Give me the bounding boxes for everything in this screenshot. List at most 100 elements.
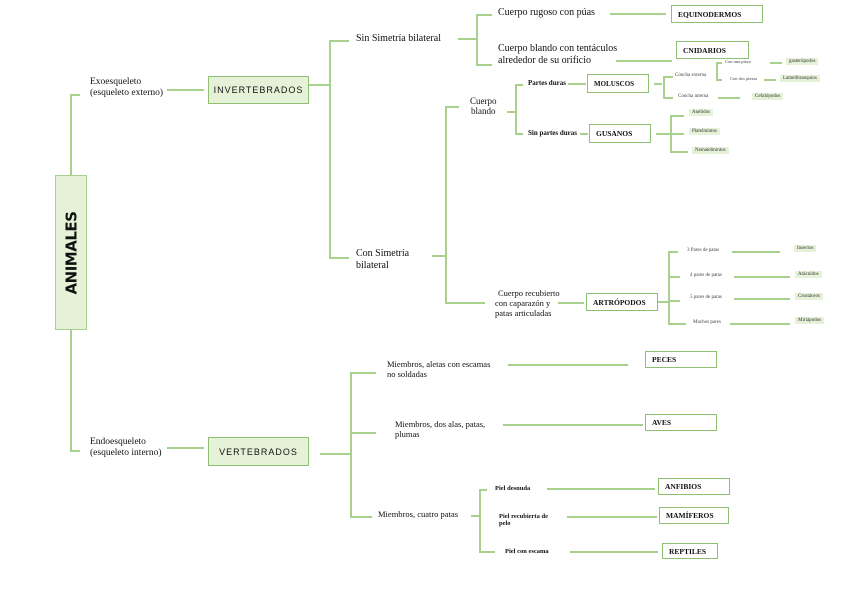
connector (476, 14, 478, 65)
cefalopodos-leaf: Cefalópodos (752, 93, 784, 100)
connector (716, 62, 722, 64)
platelmintos-leaf: Platelmintos (689, 128, 720, 135)
connector (670, 151, 688, 153)
cuerpo-recubierto-line3: patas articuladas (495, 307, 552, 318)
connector (730, 323, 790, 325)
mamiferos-desc-line1: Piel recubierta de (499, 513, 548, 520)
miriapodos-leaf: Miriápodos (795, 317, 825, 324)
aracnidos-leaf: Arácnidos (795, 271, 822, 278)
invertebrados-node: INVERTEBRADOS (208, 76, 309, 104)
anfibios-label: ANFIBIOS (665, 482, 702, 491)
cnidarios-desc-line1: Cuerpo blando con tentáculos (498, 43, 618, 54)
vertebrados-node: VERTEBRADOS (208, 437, 309, 466)
gasteropodos-leaf: gasterópodos (786, 58, 819, 65)
cuatro-patas-label: Miembros, cuatro patas (378, 509, 459, 519)
connector (568, 83, 586, 85)
connector (663, 97, 673, 99)
connector (479, 489, 487, 491)
insectos-leaf: Insectos (794, 245, 817, 252)
cnidarios-desc: Cuerpo blando con tentáculos alrededor d… (498, 43, 617, 66)
equinodermos-label: EQUINODERMOS (678, 9, 742, 19)
concha-externa-label: Concha externa (675, 73, 707, 78)
connector (616, 60, 672, 62)
endo-label-line1: Endoesqueleto (90, 437, 146, 447)
aves-label: AVES (652, 418, 672, 427)
connector (515, 84, 517, 134)
connector (479, 551, 495, 553)
connector (770, 62, 782, 64)
connector (445, 302, 485, 304)
artropodos-criterion: 5 pares de patas (690, 295, 722, 300)
peces-node: PECES (645, 351, 717, 368)
connector (508, 364, 628, 366)
connector (167, 89, 204, 91)
connector (503, 424, 643, 426)
connector (734, 276, 790, 278)
moluscos-node: MOLUSCOS (587, 74, 649, 93)
gusanos-node: GUSANOS (589, 124, 651, 143)
connector (668, 300, 680, 302)
mamiferos-desc: Piel recubierta de pelo (499, 513, 548, 528)
cuerpo-blando-label: Cuerpo blando (470, 96, 497, 117)
connector (764, 79, 776, 81)
concha-interna-label: Concha interna (678, 94, 709, 99)
exo-label: Exoesqueleto (esqueleto externo) (90, 77, 163, 99)
peces-desc-line2: no soldadas (387, 368, 427, 379)
connector (515, 84, 523, 86)
equinodermos-desc: Cuerpo rugoso con púas (498, 7, 595, 18)
gusanos-label: GUSANOS (596, 129, 633, 138)
connector (668, 323, 686, 325)
reptiles-node: REPTILES (662, 543, 718, 559)
con-simetria-line1: Con Simetría (356, 248, 410, 259)
connector (670, 115, 684, 117)
artropodos-node: ARTRÓPODOS (586, 293, 658, 311)
peces-label: PECES (652, 355, 677, 364)
aves-desc-line1: Miembros, dos alas, patas, (395, 419, 486, 429)
connector (445, 106, 447, 303)
connector (668, 251, 678, 253)
connector (445, 106, 459, 108)
cuerpo-blando-line2: blando (471, 106, 496, 117)
connector (350, 432, 376, 434)
connector (547, 488, 655, 490)
connector (716, 79, 722, 81)
exo-label-line2: (esqueleto externo) (90, 87, 164, 98)
connector (432, 255, 445, 257)
connector (329, 40, 349, 42)
connector (718, 97, 740, 99)
connector (663, 76, 673, 78)
nematelmintos-leaf: Nematelmintos (692, 147, 729, 154)
connector (668, 251, 670, 323)
crustaceos-leaf: Crustáceos (795, 293, 823, 300)
artropodos-label: ARTRÓPODOS (593, 297, 646, 307)
cnidarios-node: CNIDARIOS (676, 41, 749, 59)
connector (580, 133, 588, 135)
anfibios-desc: Piel desnuda (495, 485, 531, 492)
cuerpo-recubierto-line2: con caparazón y (495, 297, 551, 308)
connector (329, 257, 349, 259)
con-una-pieza-label: Con una pieza (725, 59, 751, 64)
con-dos-piezas-label: Con dos piezas (730, 76, 758, 81)
lamelibranquios-leaf: Lamelibranquios (780, 75, 820, 82)
sin-partes-duras-label: Sin partes duras (528, 129, 578, 137)
connector (476, 14, 492, 16)
mamiferos-desc-line2: pelo (499, 520, 511, 528)
artropodos-criterion: 4 pares de patas (690, 273, 722, 278)
sin-simetria-label: Sin Simetría bilateral (356, 33, 441, 44)
reptiles-label: REPTILES (669, 546, 707, 556)
peces-desc: Miembros, aletas con escamas no soldadas (387, 359, 490, 380)
artropodos-criterion: 3 Pares de patas (687, 248, 720, 253)
connector (70, 94, 80, 96)
connector (654, 83, 662, 85)
cuerpo-blando-line1: Cuerpo (470, 96, 497, 106)
connector (350, 372, 376, 374)
connector (507, 111, 515, 113)
aves-desc-line2: plumas (395, 428, 420, 439)
connector (476, 64, 492, 66)
equinodermos-node: EQUINODERMOS (671, 5, 763, 23)
connector (309, 84, 329, 86)
root-node: ANIMALES (55, 175, 87, 330)
connector (515, 133, 523, 135)
connector (658, 301, 668, 303)
connector (656, 133, 670, 135)
